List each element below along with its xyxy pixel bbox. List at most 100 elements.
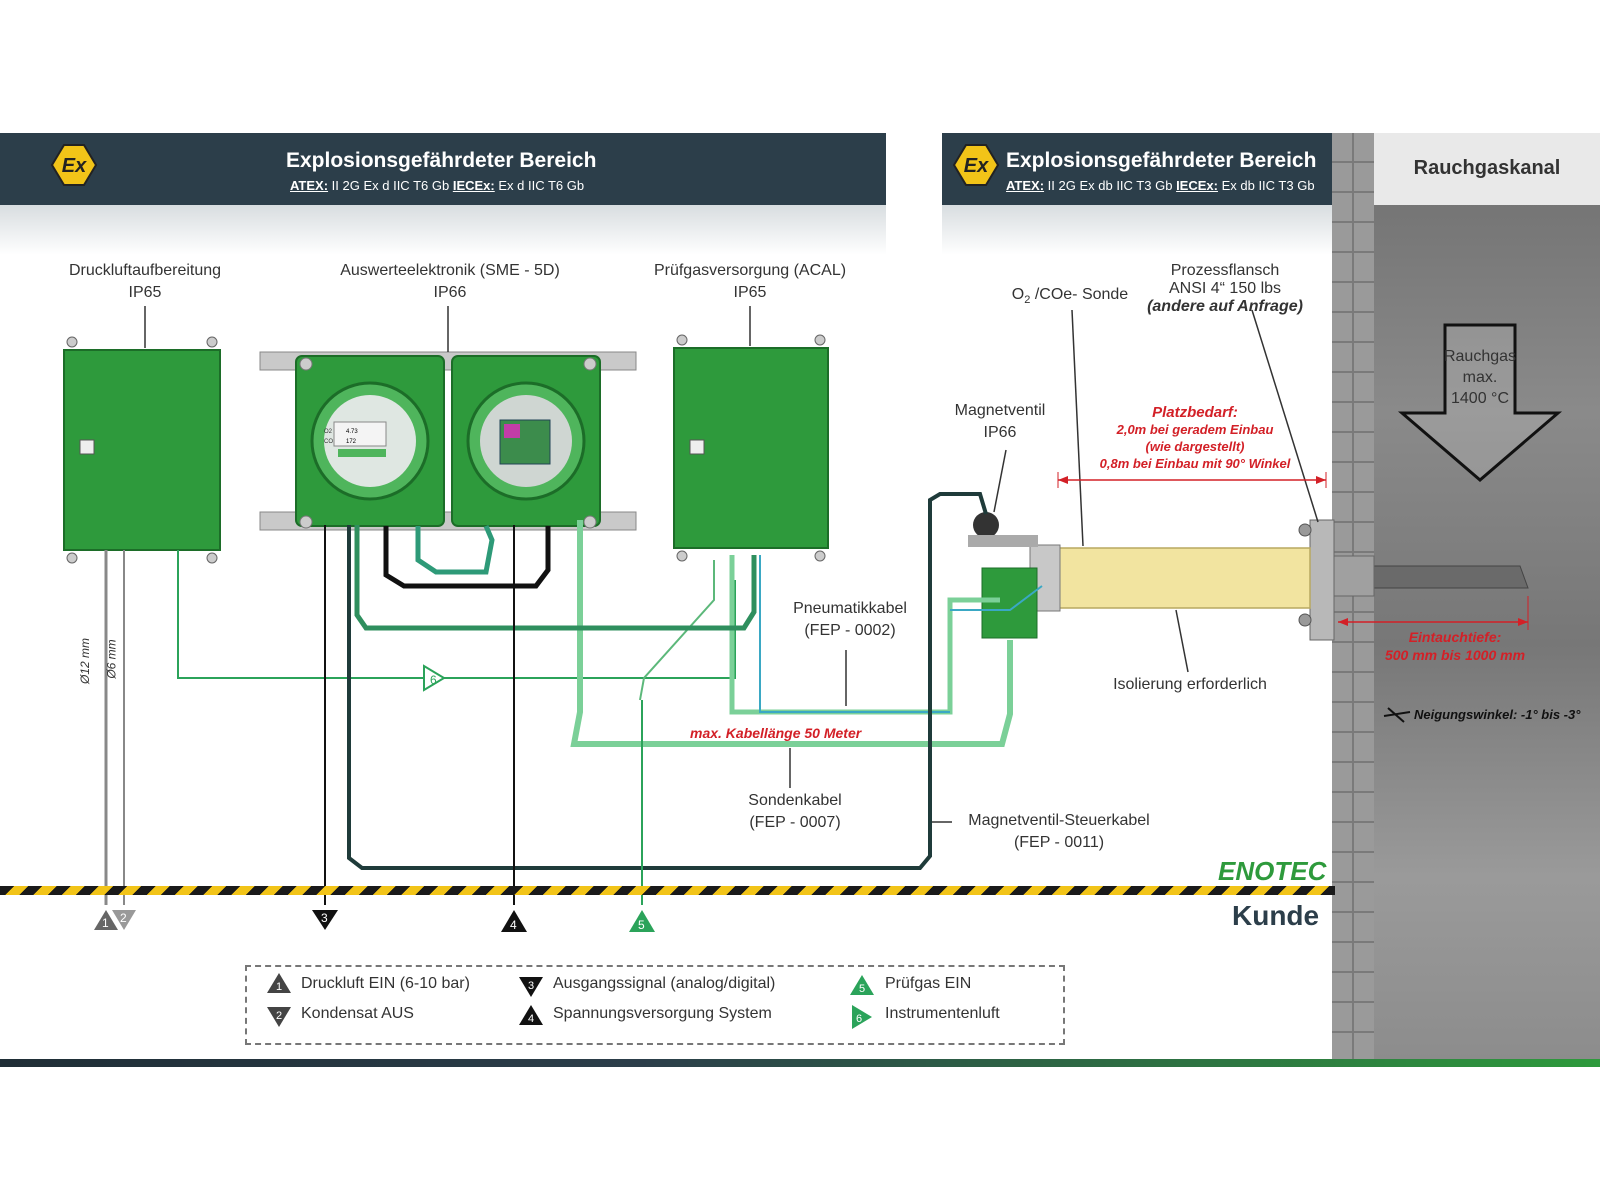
mount-lug (206, 336, 218, 348)
flange-bolt (1298, 613, 1312, 627)
label-auswerte: Auswerteelektronik (SME - 5D)IP66 (340, 262, 560, 301)
display-o2-label: O2 (324, 429, 333, 435)
mount-lug (676, 334, 688, 346)
cable-pneumatik-inner (759, 555, 950, 713)
housing-screw (299, 515, 313, 529)
mount-lug (66, 552, 78, 564)
flange-bolt (1298, 523, 1312, 537)
cable-loop-green (415, 525, 495, 575)
cable-sme-acal (354, 525, 757, 631)
legend-icon-3 (519, 977, 543, 997)
cable-pneumatik-probe (950, 585, 1043, 611)
magnet-valve-body (968, 535, 1038, 547)
header-left-title: Explosionsgefährdeter Bereich (286, 149, 597, 172)
magnet-valve-coil (973, 512, 999, 538)
svg-text:2: 2 (276, 1010, 282, 1022)
svg-text:3: 3 (528, 980, 534, 992)
legend-item-1: Druckluft EIN (6-10 bar) (301, 975, 470, 992)
svg-text:1: 1 (102, 916, 109, 930)
mount-lug (676, 550, 688, 562)
marker-5 (629, 910, 655, 932)
display-value-2: 172 (346, 439, 357, 445)
header-left: Ex Explosionsgefährdeter Bereich ATEX: I… (0, 133, 886, 205)
legend-icon-2 (267, 1007, 291, 1027)
ex-logo-right: Ex (952, 143, 1000, 186)
marker-1 (94, 910, 118, 930)
display-value-1: 4.73 (346, 429, 358, 435)
display-screen (333, 421, 387, 447)
flue-gas-arrow (1397, 323, 1563, 482)
flange-plate (1309, 519, 1335, 641)
label-sonden: Sondenkabel(FEP - 0007) (748, 792, 842, 831)
header-right-shadow (942, 205, 1332, 255)
marker-4 (501, 910, 527, 932)
svg-text:4: 4 (528, 1013, 534, 1025)
display-co-label: CO (324, 439, 333, 445)
svg-text:1: 1 (276, 981, 282, 993)
probe-insulation (1057, 547, 1311, 609)
marker-6-inline (423, 664, 446, 692)
header-left-shadow (0, 205, 886, 255)
flue-title: Rauchgaskanal (1413, 157, 1561, 179)
legend-item-3: Ausgangssignal (analog/digital) (553, 975, 776, 992)
mount-lug (814, 550, 826, 562)
label-pruefgas: Prüfgasversorgung (ACAL)IP65 (653, 262, 847, 301)
marker-3 (312, 910, 338, 930)
flange-tube (1333, 555, 1375, 597)
legend: 1 2 3 4 5 6 Druckluft EIN (6-10 bar) Kon… (245, 965, 1065, 1045)
legend-icon-4 (519, 1005, 543, 1025)
legend-icon-5 (850, 975, 874, 995)
svg-text:6: 6 (856, 1013, 862, 1025)
label-neigung: Neigungswinkel: -1° bis -3° (1414, 707, 1581, 722)
marker-6-inline-text: 6 (430, 673, 437, 687)
neigung-icon (1383, 707, 1411, 723)
legend-item-4: Spannungsversorgung System (553, 1005, 772, 1022)
leader-isolierung (1175, 609, 1189, 673)
mount-lug (206, 552, 218, 564)
display-keys (338, 449, 386, 457)
mount-lug (814, 334, 826, 346)
leader-flansch (1251, 309, 1319, 523)
label-max-length: max. Kabellänge 50 Meter (690, 725, 862, 741)
legend-icon-6 (852, 1005, 872, 1029)
cable-magnetventil (347, 492, 988, 870)
legend-item-6: Instrumentenluft (885, 1005, 1000, 1022)
label-flansch: Prozessflansch ANSI 4“ 150 lbs (andere a… (1147, 262, 1303, 315)
probe-junction-box (981, 567, 1038, 639)
mount-lug (66, 336, 78, 348)
flue-header: Rauchgaskanal (1374, 133, 1600, 205)
label-isolierung: Isolierung erforderlich (1113, 676, 1267, 693)
pruefgas-lock (689, 439, 705, 455)
flue-duct (1374, 133, 1600, 1063)
header-right-certs: ATEX: II 2G Ex db IIC T3 Gb IECEx: Ex db… (1006, 178, 1315, 193)
eintauchtiefe-block: Eintauchtiefe: 500 mm bis 1000 mm (1384, 629, 1526, 663)
label-magnet-cable: Magnetventil-Steuerkabel(FEP - 0011) (968, 812, 1150, 851)
ex-logo-right-text: Ex (964, 155, 989, 177)
header-right: Ex Explosionsgefährdeter Bereich ATEX: I… (942, 133, 1332, 205)
label-kunde: Kunde (1232, 900, 1320, 931)
header-left-certs: ATEX: II 2G Ex d IIC T6 Gb IECEx: Ex d I… (290, 178, 585, 193)
cable-loop-black (383, 526, 551, 589)
housing-screw (299, 357, 313, 371)
svg-text:5: 5 (859, 983, 865, 995)
brick-wall (1332, 133, 1374, 1063)
legend-item-2: Kondensat AUS (301, 1005, 414, 1022)
platzbedarf-block: Platzbedarf: 2,0m bei geradem Einbau (wi… (1099, 404, 1291, 471)
housing-screw (583, 515, 597, 529)
label-enotec: ENOTEC (1218, 856, 1327, 886)
pcb-chip (504, 424, 520, 438)
legend-item-5: Prüfgas EIN (885, 975, 972, 992)
label-sonde: O2 /COe- Sonde (1011, 286, 1129, 307)
ex-logo: Ex (50, 143, 98, 186)
header-right-title: Explosionsgefährdeter Bereich (1006, 149, 1317, 172)
label-pneumatik: Pneumatikkabel(FEP - 0002) (793, 600, 907, 639)
leader-sonde (1071, 309, 1084, 547)
svg-text:5: 5 (638, 918, 645, 932)
leader-magnetventil (993, 449, 1007, 513)
boundary-hazard-line (0, 886, 1335, 895)
